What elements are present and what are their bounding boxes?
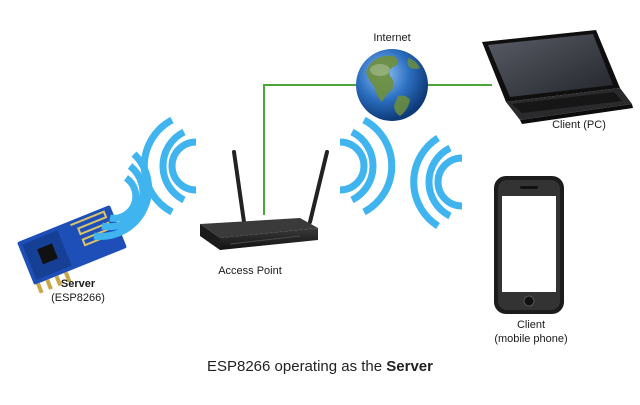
smartphone-icon [494,176,564,314]
diagram-caption: ESP8266 operating as the Server [120,358,520,375]
router-to-internet-link [263,84,356,215]
server-label: Server (ESP8266) [28,277,128,305]
wifi-signal-icon [93,116,463,240]
wifi-signal-phone [410,135,463,229]
client-phone-title: Client [516,319,546,331]
globe-icon [356,49,428,121]
router-icon [200,150,329,250]
server-subtitle: (ESP8266) [51,292,105,304]
network-links [263,84,492,215]
laptop-icon [482,30,633,124]
caption-prefix: ESP8266 operating as the [206,358,387,375]
client-pc-label: Client (PC) [552,119,606,131]
wifi-signal-router-right [339,116,396,216]
caption-emphasis: Server [386,358,433,375]
access-point-label: Access Point [218,265,282,277]
esp8266-module-icon [17,205,127,294]
wifi-signal-router-left [140,116,197,216]
server-title: Server [60,278,96,290]
client-phone-subtitle: (mobile phone) [494,333,568,345]
client-phone-label: Client (mobile phone) [476,318,586,346]
internet-label: Internet [373,32,411,44]
